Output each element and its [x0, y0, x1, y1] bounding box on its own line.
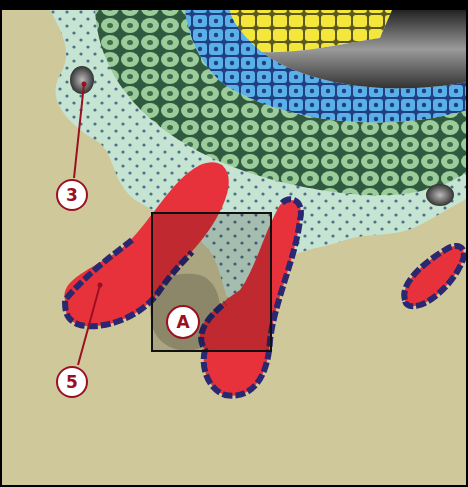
- callout-number: 3: [56, 179, 88, 211]
- callout-text: A: [176, 314, 189, 331]
- callout-number: 5: [56, 366, 88, 398]
- callout-text: 5: [66, 374, 78, 391]
- callout-text: 3: [66, 187, 78, 204]
- callout-number: A: [166, 305, 200, 339]
